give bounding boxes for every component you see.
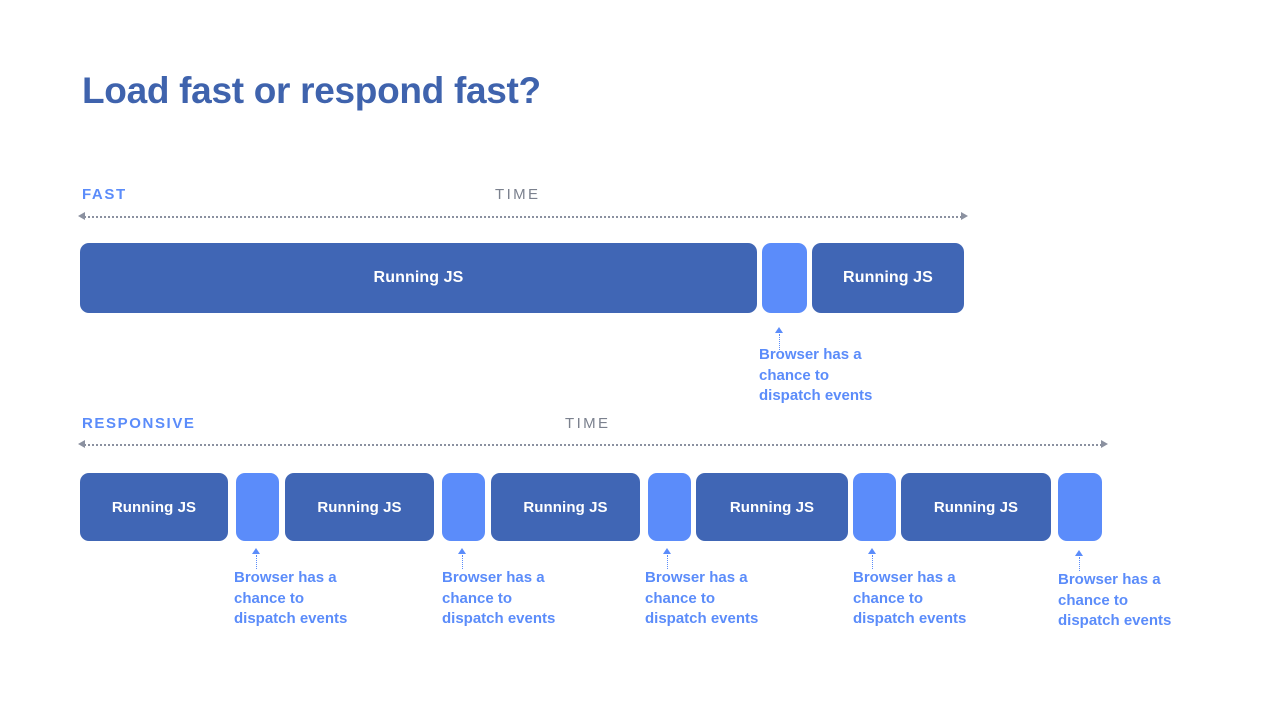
- row-label-responsive: RESPONSIVE: [82, 415, 196, 432]
- arrow-up-icon: [252, 548, 260, 554]
- arrow-up-icon: [663, 548, 671, 554]
- axis-arrow-left-icon: [78, 212, 85, 220]
- block-label: Running JS: [523, 498, 608, 516]
- callout-stem: [462, 555, 463, 569]
- axis-arrow-left-icon: [78, 440, 85, 448]
- block-label: Running JS: [317, 498, 402, 516]
- block-running-js[interactable]: Running JS: [812, 243, 964, 313]
- page-title: Load fast or respond fast?: [82, 70, 541, 111]
- axis-dotted-line: [84, 216, 962, 218]
- block-label: Running JS: [933, 498, 1019, 516]
- callout-stem: [256, 555, 257, 569]
- callout-text-dispatch-events: Browser has a chance to dispatch events: [442, 569, 556, 627]
- axis-arrow-right-icon: [1101, 440, 1108, 448]
- block-label: Running JS: [729, 498, 815, 516]
- block-label: Running JS: [373, 269, 464, 286]
- row-label-fast: FAST: [82, 186, 127, 203]
- block-running-js[interactable]: Running JS: [80, 243, 757, 313]
- callout-stem: [667, 555, 668, 569]
- block-running-js[interactable]: Running JS: [491, 473, 640, 541]
- axis-arrow-right-icon: [961, 212, 968, 220]
- callout-text-dispatch-events: Browser has a chance to dispatch events: [759, 346, 873, 404]
- block-label: Running JS: [111, 498, 197, 516]
- timeline-axis-responsive: [78, 440, 1108, 449]
- arrow-up-icon: [458, 548, 466, 554]
- block-label: Running JS: [843, 269, 933, 286]
- callout-stem: [779, 334, 780, 350]
- arrow-up-icon: [1075, 550, 1083, 556]
- block-running-js[interactable]: Running JS: [285, 473, 434, 541]
- callout-text-dispatch-events: Browser has a chance to dispatch events: [853, 569, 967, 627]
- block-running-js[interactable]: Running JS: [696, 473, 848, 541]
- axis-dotted-line: [84, 444, 1102, 446]
- block-idle[interactable]: [236, 473, 279, 541]
- callout-text-dispatch-events: Browser has a chance to dispatch events: [234, 569, 348, 627]
- block-idle[interactable]: [442, 473, 485, 541]
- block-running-js[interactable]: Running JS: [80, 473, 228, 541]
- time-axis-label-fast: TIME: [495, 186, 541, 203]
- arrow-up-icon: [868, 548, 876, 554]
- block-running-js[interactable]: Running JS: [901, 473, 1051, 541]
- block-idle[interactable]: [853, 473, 896, 541]
- block-idle[interactable]: [762, 243, 807, 313]
- arrow-up-icon: [775, 327, 783, 333]
- time-axis-label-responsive: TIME: [565, 415, 611, 432]
- callout-stem: [872, 555, 873, 569]
- callout-stem: [1079, 557, 1080, 571]
- callout-text-dispatch-events: Browser has a chance to dispatch events: [1058, 571, 1172, 629]
- block-idle[interactable]: [1058, 473, 1102, 541]
- callout-text-dispatch-events: Browser has a chance to dispatch events: [645, 569, 759, 627]
- timeline-axis-fast: [78, 212, 968, 221]
- block-idle[interactable]: [648, 473, 691, 541]
